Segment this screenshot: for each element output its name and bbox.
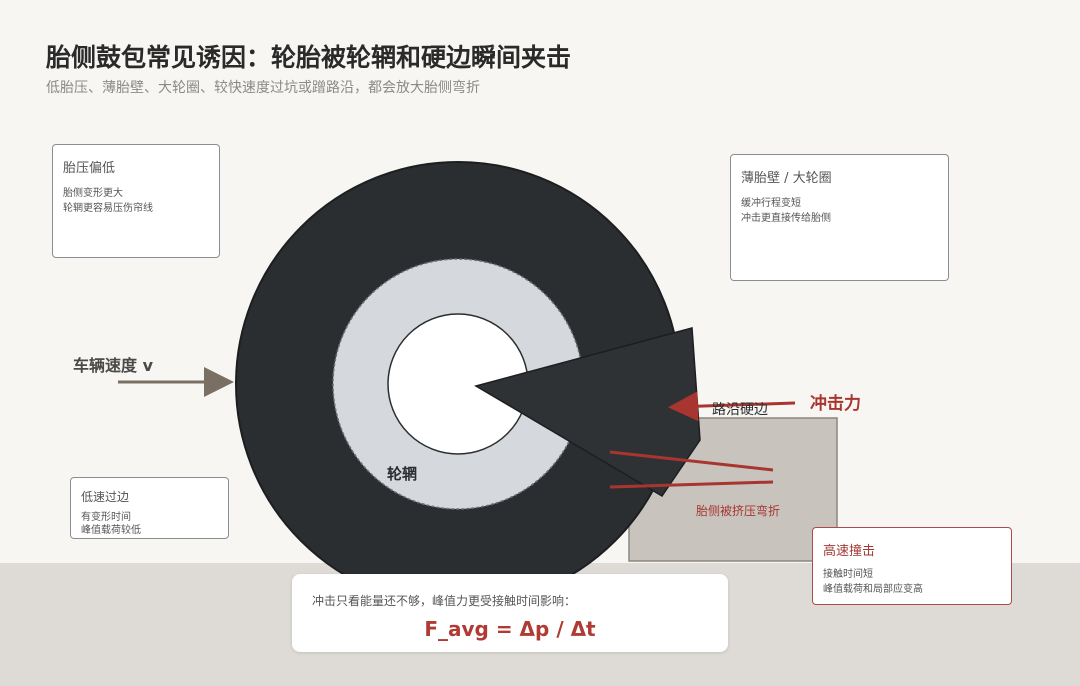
impact-force-arrow xyxy=(668,391,796,422)
note-thin-wall: 薄胎壁 / 大轮圈 缓冲行程变短 冲击更直接传给胎侧 xyxy=(730,154,949,281)
pinch-line-upper xyxy=(609,450,774,472)
note-line: 有变形时间 xyxy=(81,512,131,523)
impact-force-label: 冲击力 xyxy=(810,393,861,414)
note-line: 轮辋更容易压伤帘线 xyxy=(63,203,153,214)
pinched-sector xyxy=(474,327,701,498)
formula-box: 冲击只看能量还不够，峰值力更受接触时间影响： F_avg = Δp / Δt xyxy=(292,574,728,652)
note-line: 峰值载荷和局部应变高 xyxy=(823,584,923,595)
note-line: 接触时间短 xyxy=(823,569,873,580)
note-title: 薄胎壁 / 大轮圈 xyxy=(741,171,832,186)
formula-equation: F_avg = Δp / Δt xyxy=(424,617,596,641)
curb-edge-label: 路沿硬边 xyxy=(712,402,768,418)
note-line: 缓冲行程变短 xyxy=(741,198,801,209)
note-line: 胎侧变形更大 xyxy=(63,188,123,199)
note-low-speed: 低速过边 有变形时间 峰值载荷较低 xyxy=(70,477,229,539)
sidewall-pinch-label: 胎侧被挤压弯折 xyxy=(696,503,780,518)
rim-label: 轮辋 xyxy=(387,465,417,483)
pinch-line-lower xyxy=(609,480,774,489)
vehicle-speed-label: 车辆速度 v xyxy=(73,356,154,375)
note-line: 冲击更直接传给胎侧 xyxy=(741,213,831,224)
note-high-speed: 高速撞击 接触时间短 峰值载荷和局部应变高 xyxy=(812,527,1012,605)
page-subtitle: 低胎压、薄胎壁、大轮圈、较快速度过坑或蹭路沿，都会放大胎侧弯折 xyxy=(46,80,480,96)
note-low-pressure: 胎压偏低 胎侧变形更大 轮辋更容易压伤帘线 xyxy=(52,144,220,258)
note-title: 高速撞击 xyxy=(823,544,876,559)
note-title: 低速过边 xyxy=(81,490,130,504)
note-title: 胎压偏低 xyxy=(63,161,116,176)
formula-caption: 冲击只看能量还不够，峰值力更受接触时间影响： xyxy=(312,594,577,608)
page-title: 胎侧鼓包常见诱因：轮胎被轮辋和硬边瞬间夹击 xyxy=(46,43,572,72)
note-line: 峰值载荷较低 xyxy=(81,525,141,536)
